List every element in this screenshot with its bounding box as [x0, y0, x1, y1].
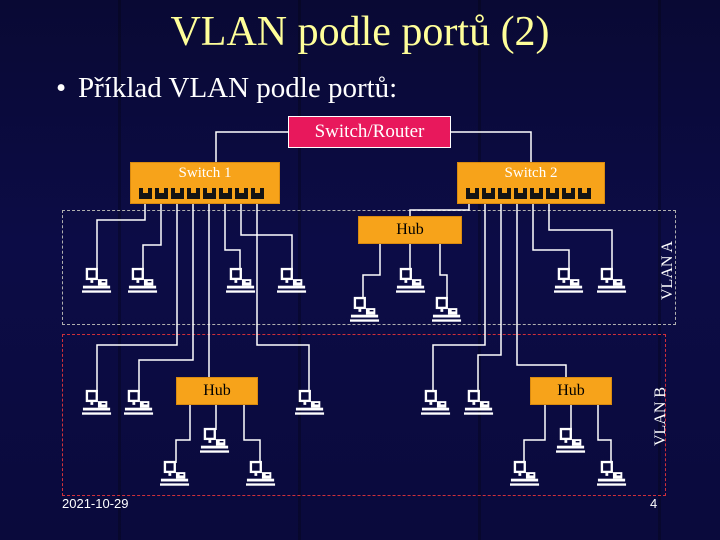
- computer-icon: [128, 267, 158, 293]
- wire-s1-p3: [96, 204, 178, 392]
- vlan-b-label: VLAN B: [652, 386, 669, 446]
- wire-huba-left: [362, 244, 381, 299]
- wire-s1-p4: [138, 204, 194, 392]
- wire-s1-p8: [256, 204, 310, 392]
- wire-s2-p6: [548, 204, 613, 270]
- computer-icon: [160, 460, 190, 486]
- wire-s1-p2: [142, 204, 162, 270]
- computer-icon: [200, 427, 230, 453]
- switch-2-box: Switch 2: [457, 162, 605, 204]
- footer-page-number: 4: [650, 496, 658, 511]
- wire-s1-p1: [96, 204, 146, 270]
- wire-hubb1-right: [243, 405, 261, 463]
- wire-s2-p4: [516, 204, 567, 377]
- port-icon: [482, 188, 495, 199]
- wire-router-switch2: [451, 131, 532, 162]
- wire-router-switch1: [215, 131, 288, 162]
- port-icon: [498, 188, 511, 199]
- computer-icon: [350, 296, 380, 322]
- switch-1-label: Switch 1: [178, 165, 232, 181]
- vlan-a-frame: [62, 210, 676, 325]
- port-icon: [578, 188, 591, 199]
- port-icon: [171, 188, 184, 199]
- computer-icon: [124, 389, 154, 415]
- port-icon: [466, 188, 479, 199]
- wire-hubb2-right: [597, 405, 612, 463]
- port-icon: [546, 188, 559, 199]
- computer-icon: [464, 389, 494, 415]
- footer-date: 2021-10-29: [62, 496, 129, 511]
- computer-icon: [556, 427, 586, 453]
- switch-2-label: Switch 2: [504, 165, 558, 181]
- bullet-item: • Příklad VLAN podle portů:: [56, 72, 397, 105]
- vlan-b-frame: [62, 334, 666, 496]
- switch-1-ports: [139, 188, 264, 199]
- port-icon: [514, 188, 527, 199]
- wire-s2-p2: [432, 204, 486, 392]
- port-icon: [139, 188, 152, 199]
- computer-icon: [421, 389, 451, 415]
- port-icon: [530, 188, 543, 199]
- port-icon: [187, 188, 200, 199]
- port-icon: [562, 188, 575, 199]
- wire-s1-p7: [240, 204, 293, 270]
- computer-icon: [226, 267, 256, 293]
- hub-a-box: Hub: [358, 216, 462, 244]
- wire-s2-p5: [532, 204, 570, 270]
- wire-huba-right: [439, 244, 448, 299]
- computer-icon: [82, 267, 112, 293]
- vlan-a-label: VLAN A: [659, 240, 676, 300]
- wire-s2-p1: [409, 204, 470, 216]
- switch-2-ports: [466, 188, 591, 199]
- computer-icon: [510, 460, 540, 486]
- computer-icon: [277, 267, 307, 293]
- computer-icon: [597, 460, 627, 486]
- bullet-text: Příklad VLAN podle portů:: [78, 72, 398, 104]
- hub-b2-box: Hub: [530, 377, 612, 405]
- wire-hubb1-left: [175, 405, 191, 463]
- wire-s2-p3: [477, 204, 502, 392]
- computer-icon: [597, 267, 627, 293]
- wire-s1-p6: [224, 204, 241, 270]
- port-icon: [203, 188, 216, 199]
- computer-icon: [432, 296, 462, 322]
- bullet-icon: •: [56, 72, 67, 104]
- slide-title: VLAN podle portů (2): [170, 9, 550, 55]
- computer-icon: [295, 389, 325, 415]
- port-icon: [155, 188, 168, 199]
- computer-icon: [246, 460, 276, 486]
- wire-hubb2-left: [523, 405, 546, 463]
- hub-b1-box: Hub: [176, 377, 258, 405]
- port-icon: [251, 188, 264, 199]
- switch-router-box: Switch/Router: [288, 116, 451, 148]
- computer-icon: [82, 389, 112, 415]
- computer-icon: [396, 267, 426, 293]
- computer-icon: [554, 267, 584, 293]
- port-icon: [235, 188, 248, 199]
- switch-1-box: Switch 1: [130, 162, 280, 204]
- port-icon: [219, 188, 232, 199]
